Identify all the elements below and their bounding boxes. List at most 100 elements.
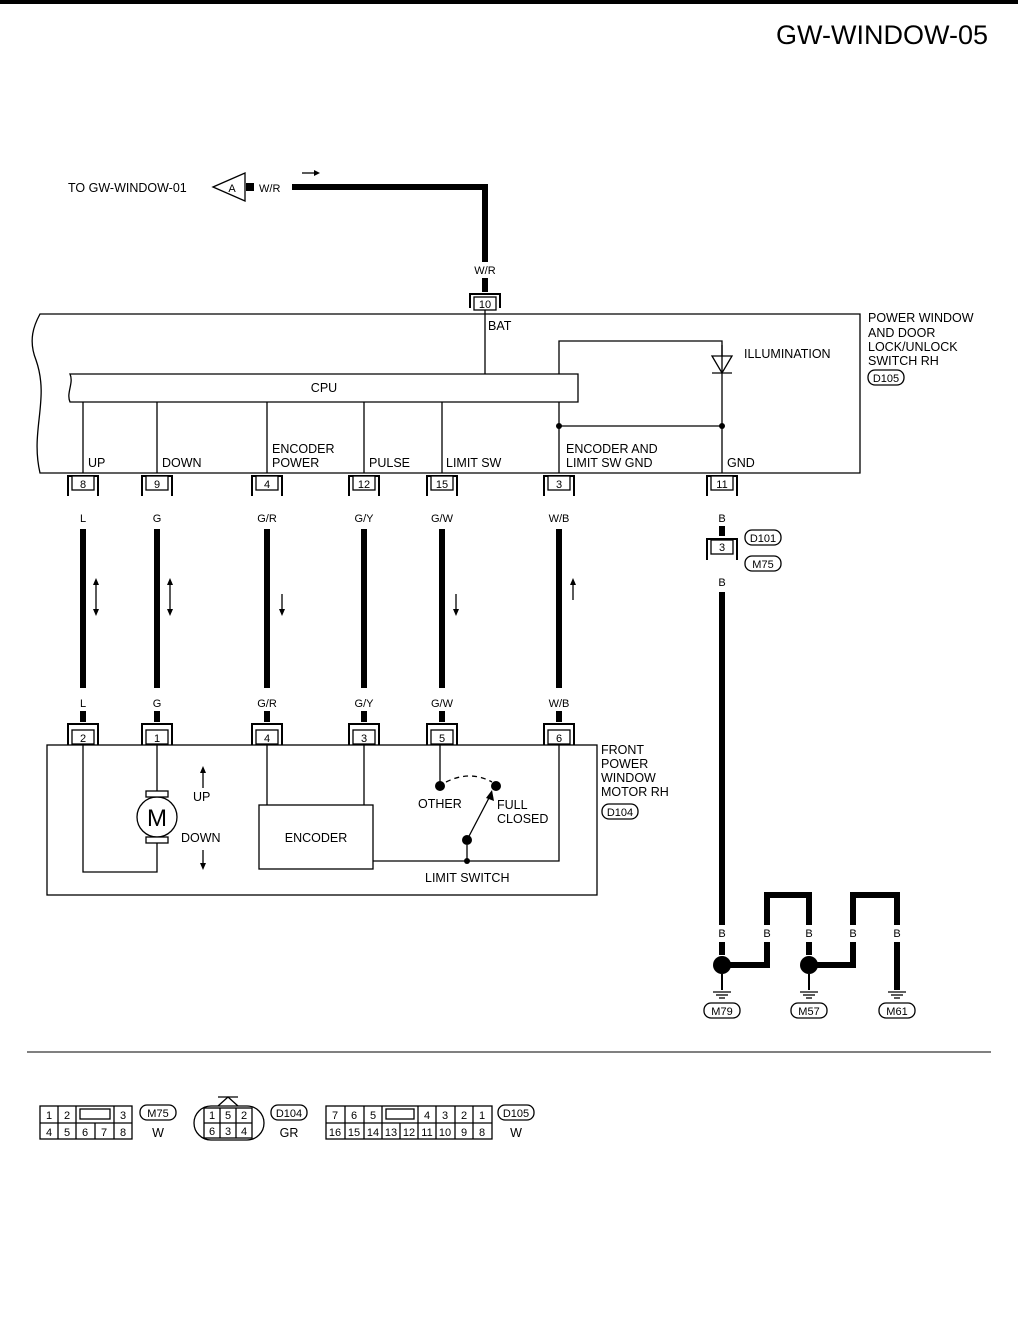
motor-pin-4: 4 (264, 733, 270, 745)
bat-terminal: 10 (469, 293, 501, 311)
limit-other-label: OTHER (418, 797, 462, 811)
terminal-label-enc-gnd-1: ENCODER AND (566, 442, 658, 456)
d105-pin: 11 (421, 1127, 432, 1139)
wire-color-bottom-l: L (80, 698, 86, 710)
m75-label: M75 (147, 1108, 168, 1120)
illumination-label: ILLUMINATION (744, 347, 831, 361)
d105-label: D105 (503, 1108, 529, 1120)
switch-pin-down: 9 (154, 479, 160, 491)
d105-pin: 8 (479, 1127, 485, 1139)
motor-connector-pins: 2 1 4 3 5 6 (67, 723, 575, 745)
d104-pin: 6 (209, 1126, 215, 1138)
d104-pin: 3 (225, 1126, 231, 1138)
switch-connector-pins: 8 9 4 12 15 3 11 (67, 475, 738, 496)
m75-pin: 2 (64, 1110, 70, 1122)
bat-wire-color: W/R (474, 265, 495, 277)
m75-pin: 8 (120, 1127, 126, 1139)
d105-pin: 6 (351, 1110, 357, 1122)
source-reference: TO GW-WINDOW-01 A W/R W/R (68, 170, 496, 292)
connector-m75: 1 2 3 4 5 6 7 8 M75 W (39, 1104, 177, 1140)
m75-pin: 5 (64, 1127, 70, 1139)
ground-icon (713, 991, 906, 999)
power-window-switch-rh: BAT CPU ILLUMINATION UP DOWN ENCODER POW… (31, 310, 974, 474)
terminal-label-limit-sw: LIMIT SW (446, 456, 502, 470)
encoder-label: ENCODER (285, 831, 348, 845)
wire-color-bottom-g: G (153, 698, 162, 710)
switch-name-4: SWITCH RH (868, 354, 939, 368)
terminal-label-encoder-power-2: POWER (272, 456, 319, 470)
switch-pin-up: 8 (80, 479, 86, 491)
ground-m61-label: M61 (886, 1006, 907, 1018)
ground-m79-wire-2: B (763, 928, 770, 940)
ground-m57-wire-1: B (805, 928, 812, 940)
front-power-window-motor-rh: M UP DOWN ENCODER OTHER FULL CLOSED LIMI… (46, 743, 669, 896)
switch-pin-limit-sw: 15 (436, 479, 448, 491)
motor-name-4: MOTOR RH (601, 785, 669, 799)
motor-pin-5: 5 (439, 733, 445, 745)
limit-full-label: FULL (497, 798, 528, 812)
motor-name-1: FRONT (601, 743, 644, 757)
motor-up-label: UP (193, 790, 210, 804)
switch-pin-encoder-power: 4 (264, 479, 270, 491)
motor-name-2: POWER (601, 757, 648, 771)
motor-name-3: WINDOW (601, 771, 656, 785)
connector-legend: 1 2 3 4 5 6 7 8 M75 W 1 5 2 6 3 4 (39, 1096, 535, 1141)
motor-connector-id: D104 (607, 807, 633, 819)
source-ref-flag: A (228, 183, 236, 195)
d105-pin: 7 (332, 1110, 338, 1122)
terminal-label-pulse: PULSE (369, 456, 410, 470)
switch-name-2: AND DOOR (868, 326, 935, 340)
page-top-border (0, 0, 1018, 4)
switch-name-3: LOCK/UNLOCK (868, 340, 958, 354)
gnd-wire-color-mid: B (718, 577, 725, 589)
switch-pin-gnd: 11 (716, 479, 727, 491)
d105-pin: 14 (367, 1127, 379, 1139)
page-title: GW-WINDOW-05 (776, 20, 988, 50)
m75-pin: 4 (46, 1127, 52, 1139)
limit-switch-label: LIMIT SWITCH (425, 871, 510, 885)
connector-flag-icon (211, 172, 246, 202)
connector-d105: 7 6 5 4 3 2 1 16 15 14 13 12 11 10 9 8 D… (325, 1104, 535, 1140)
joint-pin: 3 (719, 542, 725, 554)
switch-pin-enc-gnd: 3 (556, 479, 562, 491)
d105-pin: 15 (348, 1127, 360, 1139)
wire-color-top-gw: G/W (431, 513, 454, 525)
motor-pin-2: 2 (80, 733, 86, 745)
d104-color: GR (280, 1126, 299, 1140)
wire-color-top-gr: G/R (257, 513, 277, 525)
switch-pin-pulse: 12 (358, 479, 370, 491)
bat-pin: 10 (479, 299, 491, 311)
d104-pin: 5 (225, 1110, 231, 1122)
motor-pin-6: 6 (556, 733, 562, 745)
wire-color-bottom-gy: G/Y (355, 698, 375, 710)
motor-pin-1: 1 (154, 733, 160, 745)
d105-pin: 12 (403, 1127, 415, 1139)
terminal-label-gnd: GND (727, 456, 755, 470)
limit-closed-label: CLOSED (497, 812, 548, 826)
wire-color-top-l: L (80, 513, 86, 525)
limit-switch-blade-icon (466, 795, 491, 841)
wire-color-bottom-wb: W/B (549, 698, 570, 710)
terminal-label-up: UP (88, 456, 105, 470)
signal-arrow-icons (93, 578, 576, 616)
terminal-label-down: DOWN (162, 456, 202, 470)
ground-circuit: B 3 D101 M75 B B B B B B (703, 513, 916, 1019)
d104-label: D104 (276, 1108, 302, 1120)
m75-pin: 7 (101, 1127, 107, 1139)
joint-connector-bottom: M75 (752, 559, 773, 571)
d105-pin: 10 (439, 1127, 451, 1139)
joint-connector-top: D101 (750, 533, 776, 545)
source-ref-wire: W/R (259, 183, 280, 195)
m75-pin: 3 (120, 1110, 126, 1122)
switch-connector-id: D105 (873, 373, 899, 385)
bat-wire (292, 184, 488, 262)
connector-d104: 1 5 2 6 3 4 D104 GR (193, 1096, 308, 1141)
m75-color: W (152, 1126, 164, 1140)
ground-m57-label: M57 (798, 1006, 819, 1018)
gnd-wire-color-top: B (718, 513, 725, 525)
wire-color-bottom-gr: G/R (257, 698, 277, 710)
d105-color: W (510, 1126, 522, 1140)
d104-pin: 4 (241, 1126, 247, 1138)
motor-pin-3: 3 (361, 733, 367, 745)
